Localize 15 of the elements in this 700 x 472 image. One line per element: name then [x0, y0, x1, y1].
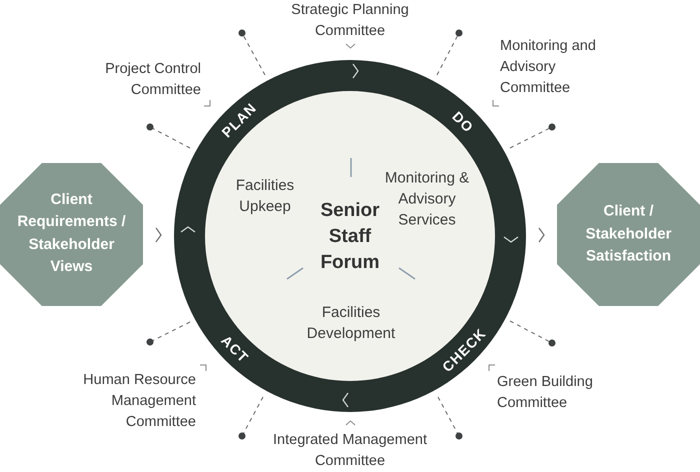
chevron-arrow: [155, 228, 162, 242]
chevron-arrow: [538, 228, 545, 242]
committee-label: Human Resource Management Committee: [82, 371, 196, 432]
committee-label: Monitoring and Advisory Committee: [500, 37, 597, 98]
node-label: Client / Stakeholder Satisfaction: [584, 201, 672, 266]
sector-label: Facilities Upkeep: [234, 176, 296, 217]
committee-label: Green Building Committee: [497, 373, 594, 413]
sector-label: Facilities Development: [306, 303, 396, 344]
sector-label: Monitoring & Advisory Services: [384, 168, 470, 230]
phase-label: DO: [449, 108, 477, 136]
forum-title: Senior Staff Forum: [319, 199, 381, 275]
node-label: Client Requirements / Stakeholder Views: [16, 190, 127, 277]
committee-label: Project Control Committee: [104, 60, 201, 100]
committee-label: Integrated Management Committee: [272, 431, 428, 470]
committee-label: Strategic Planning Committee: [290, 1, 410, 41]
